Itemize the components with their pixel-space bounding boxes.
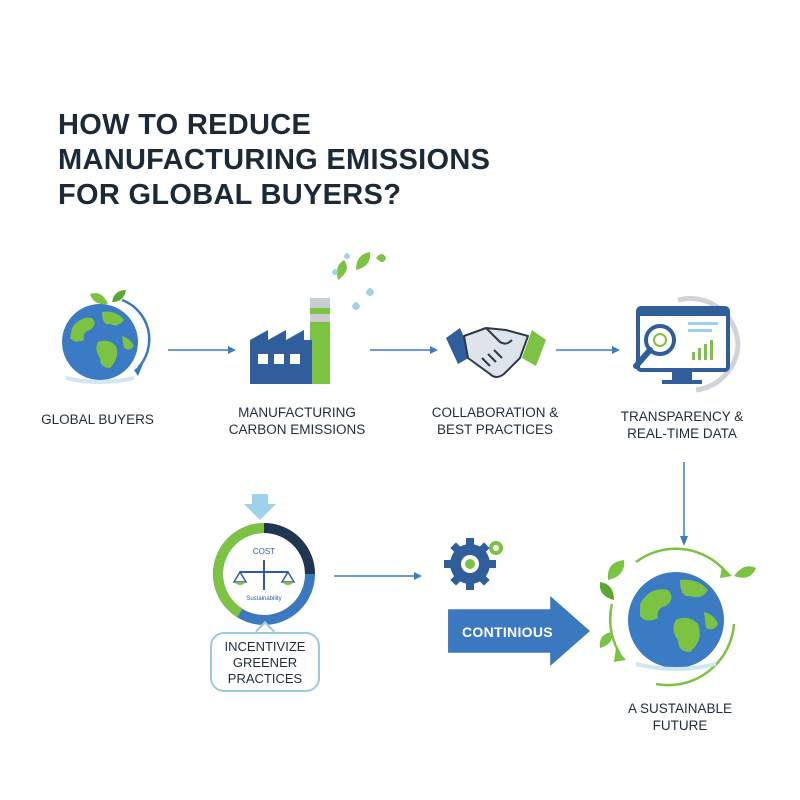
- label-manufacturing: MANUFACTURING CARBON EMISSIONS: [228, 405, 366, 437]
- continuous-arrow: [448, 596, 590, 666]
- label-sustainable-future: A SUSTAINABLE FUTURE: [627, 701, 733, 733]
- cost-label: COST: [253, 547, 275, 556]
- incentive-bubble: INCENTIVIZE GREENER PRACTICES: [210, 632, 320, 692]
- flow-arrow-2: [370, 346, 438, 354]
- flow-arrow-down: [680, 462, 688, 546]
- scale-label: Sustainability: [246, 596, 281, 602]
- globe-icon: [62, 290, 151, 384]
- flow-arrow-1: [168, 346, 236, 354]
- incentive-ring-icon: COST Sustainability: [212, 494, 315, 625]
- label-collaboration: COLLABORATION & BEST PRACTICES: [431, 405, 559, 437]
- factory-icon: [250, 252, 386, 384]
- sustainable-globe-icon: [599, 547, 756, 687]
- diagram-title: HOW TO REDUCE MANUFACTURING EMISSIONS FO…: [58, 108, 490, 213]
- monitor-icon: [633, 295, 741, 393]
- title-line-3: FOR GLOBAL BUYERS?: [58, 179, 402, 211]
- handshake-icon: [446, 327, 546, 378]
- continuous-label: CONTINIOUS: [462, 624, 553, 640]
- flow-arrow-3: [556, 346, 620, 354]
- gear-icon: [444, 538, 503, 590]
- flow-arrow-4: [334, 572, 422, 580]
- title-line-1: HOW TO REDUCE: [58, 109, 312, 141]
- title-line-2: MANUFACTURING EMISSIONS: [58, 144, 491, 176]
- label-transparency: TRANSPARENCY & REAL-TIME DATA: [620, 409, 744, 441]
- label-global-buyers: GLOBAL BUYERS: [41, 412, 154, 427]
